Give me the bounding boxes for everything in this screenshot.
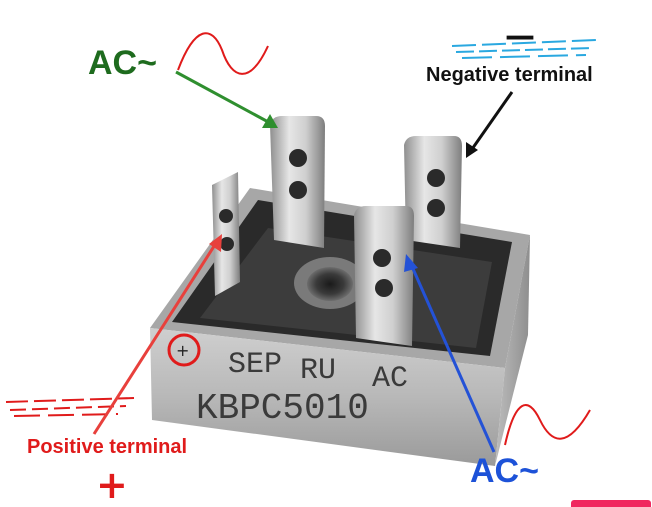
positive-terminal-label: Positive terminal	[27, 436, 188, 458]
terminal-positive-tab	[212, 172, 240, 296]
positive-highlight-ring	[167, 333, 201, 367]
terminal-ac-bottom-tab	[354, 206, 414, 346]
part-marking: SEP RU AC KBPC5010	[196, 348, 408, 429]
corner-badge	[571, 500, 651, 507]
rectifier-right-face	[495, 235, 530, 466]
arrow-ac-top	[175, 70, 278, 128]
arrow-ac-bottom	[404, 254, 496, 453]
arrow-positive	[92, 234, 222, 435]
ac-label-top: AC~	[88, 44, 157, 82]
terminal-negative-tab	[404, 136, 462, 248]
polarity-plus-marking: +	[176, 341, 189, 360]
dc-lines-positive	[5, 397, 135, 417]
dc-lines-negative	[451, 39, 597, 59]
part-number-marking: KBPC5010	[196, 388, 369, 429]
plus-sign: +	[96, 463, 128, 507]
ul-marking: RU	[300, 354, 336, 388]
logo-marking: SEP	[228, 348, 282, 382]
ac-marking: AC	[372, 362, 408, 396]
ac-sine-wave-top	[177, 32, 269, 75]
rectifier-front-face	[150, 328, 505, 466]
terminal-ac-top-tab	[270, 116, 325, 248]
ac-label-bottom: AC~	[470, 452, 539, 490]
mounting-hole	[307, 267, 353, 301]
minus-sign: —	[505, 19, 535, 54]
ac-sine-wave-bottom	[504, 404, 591, 446]
negative-terminal-label: Negative terminal	[426, 64, 593, 86]
arrow-negative	[466, 91, 514, 158]
